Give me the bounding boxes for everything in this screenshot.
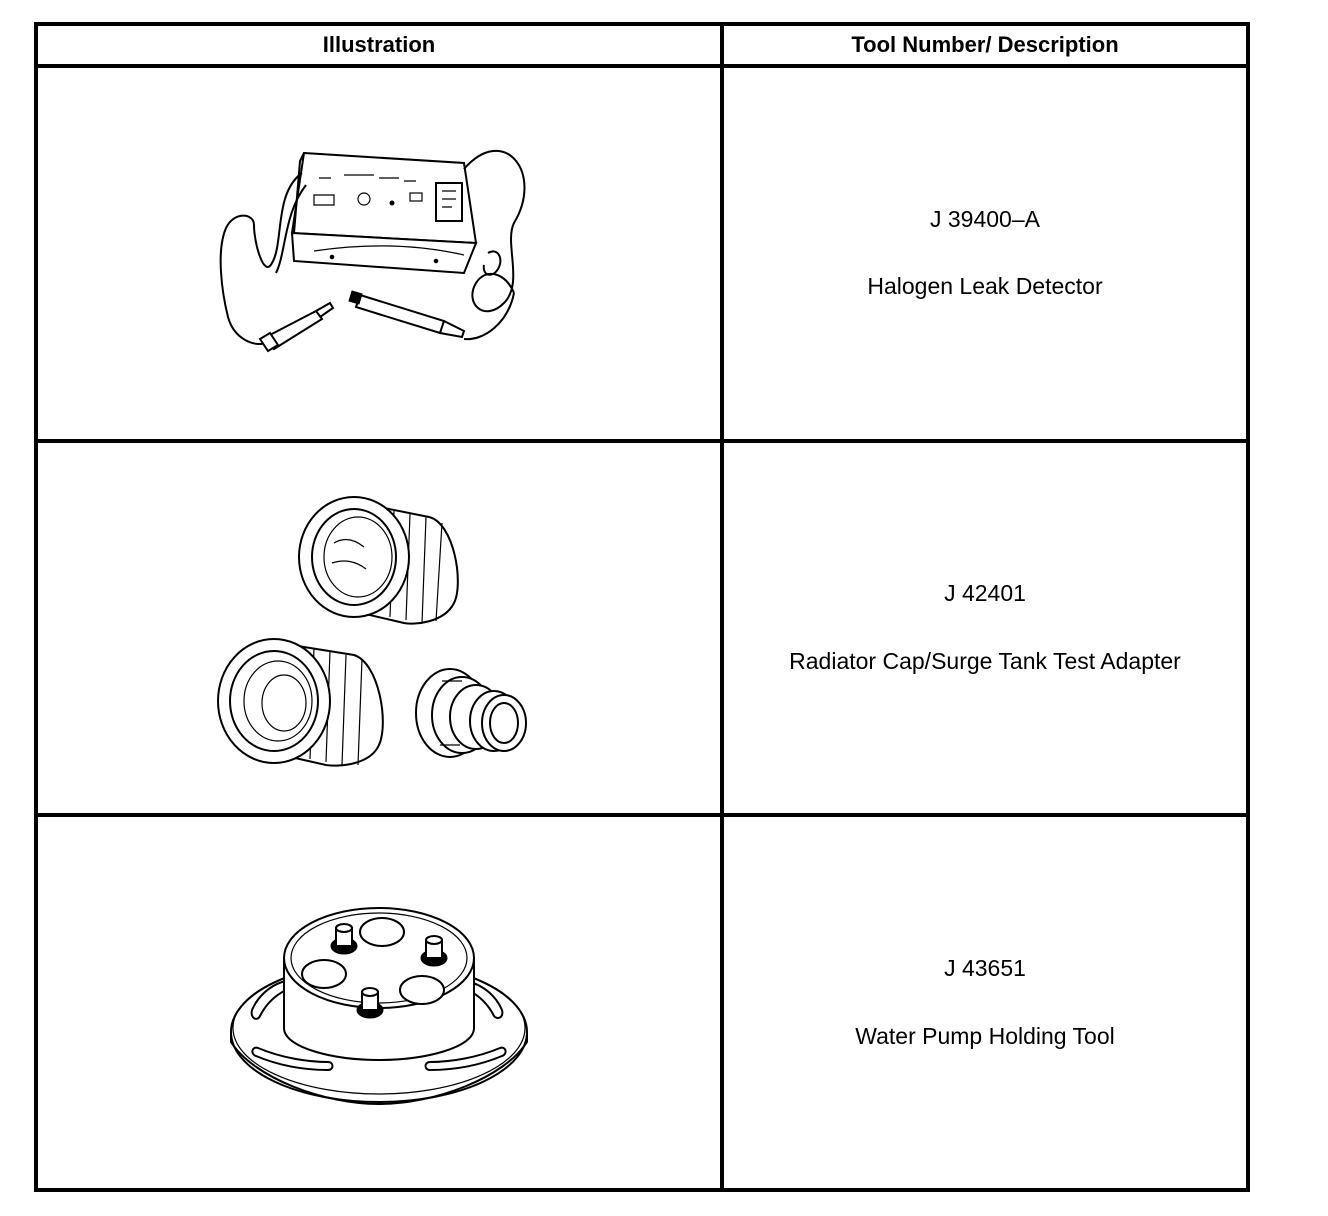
description-cell: J 43651 Water Pump Holding Tool — [720, 813, 1250, 1192]
header-tool-number: Tool Number/ Description — [720, 21, 1250, 69]
table-row: J 42401 Radiator Cap/Surge Tank Test Ada… — [34, 438, 1250, 818]
tool-description: Halogen Leak Detector — [867, 273, 1103, 300]
tool-number: J 43651 — [944, 955, 1026, 982]
table-row: J 39400–A Halogen Leak Detector — [34, 64, 1250, 443]
table-row: J 43651 Water Pump Holding Tool — [34, 813, 1250, 1192]
tool-number: J 42401 — [944, 580, 1026, 607]
description-cell: J 39400–A Halogen Leak Detector — [720, 64, 1250, 443]
illustration-cell — [34, 813, 724, 1192]
halogen-leak-detector-icon — [219, 150, 526, 353]
illustration-cell — [34, 64, 724, 443]
header-illustration: Illustration — [34, 21, 724, 69]
tool-table: Illustration Tool Number/ Description — [34, 21, 1250, 1192]
illustration-cell — [34, 438, 724, 818]
tool-number: J 39400–A — [930, 205, 1040, 232]
tool-description: Water Pump Holding Tool — [855, 1022, 1115, 1049]
description-cell: J 42401 Radiator Cap/Surge Tank Test Ada… — [720, 438, 1250, 818]
test-adapter-icon — [217, 496, 527, 767]
header-row: Illustration Tool Number/ Description — [34, 21, 1250, 69]
water-pump-holding-tool-icon — [230, 906, 528, 1105]
tool-description: Radiator Cap/Surge Tank Test Adapter — [789, 648, 1181, 675]
